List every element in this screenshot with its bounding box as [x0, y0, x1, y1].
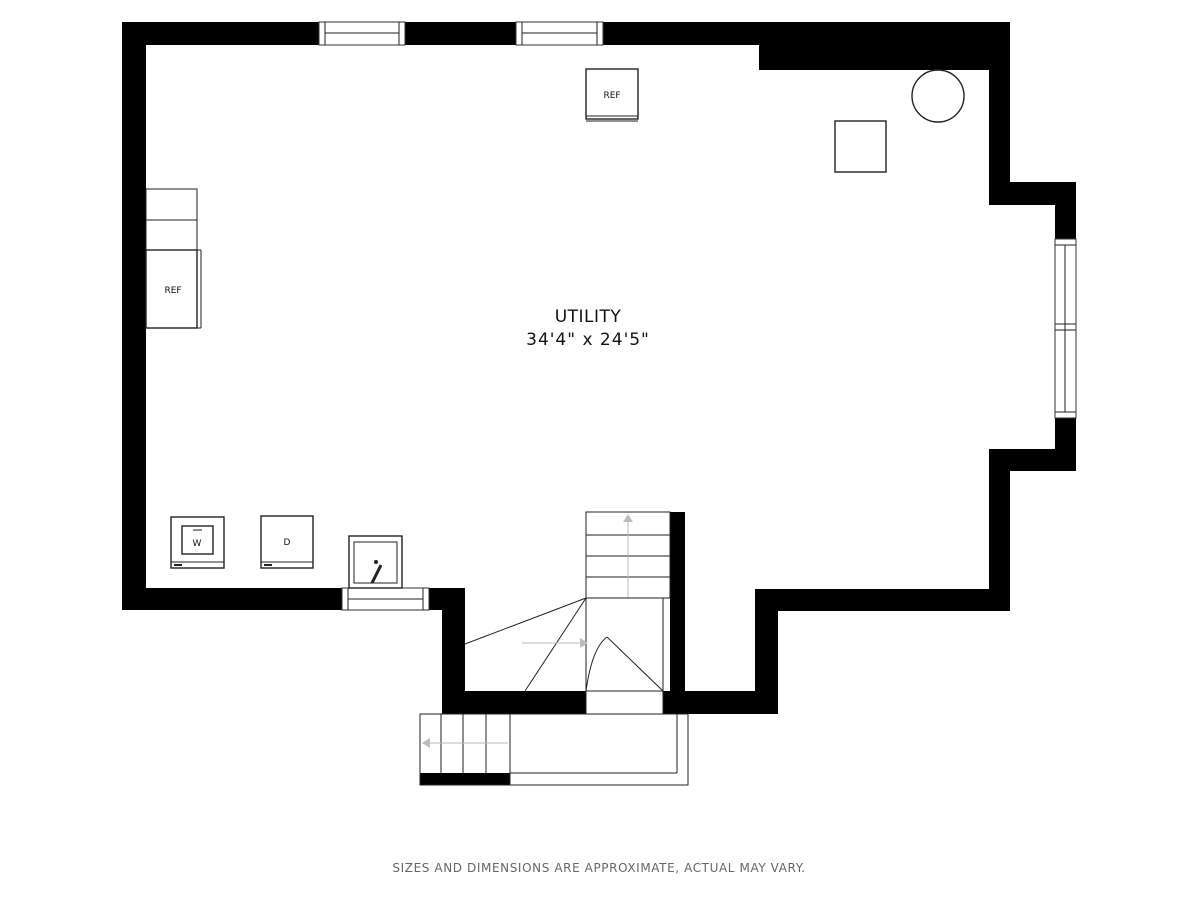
furnace — [834, 120, 887, 173]
wall-left — [122, 22, 146, 610]
room-dimensions: 34'4" x 24'5" — [526, 330, 650, 350]
wall-bay-bottom — [989, 449, 1076, 471]
walls — [122, 22, 1076, 785]
refrigerator-left: REF — [145, 249, 202, 329]
window-top-right — [515, 21, 604, 46]
wall-top-middle — [405, 22, 516, 45]
wall-bottom-right — [755, 589, 1010, 611]
refrigerator-top: REF — [585, 68, 639, 122]
wall-bay-top — [989, 182, 1076, 205]
refrigerator-top-label: REF — [603, 91, 620, 101]
wall-top-right-block — [759, 22, 1010, 70]
utility-sink — [348, 535, 403, 589]
wall-right-upper — [989, 22, 1010, 205]
wall-stair-bottom-left — [442, 691, 586, 714]
room-name: UTILITY — [555, 307, 622, 327]
wall-top-left — [122, 22, 319, 45]
wall-bottom-right-vertical — [755, 589, 778, 714]
wall-stair-divider — [670, 512, 685, 714]
refrigerator-left-label: REF — [164, 286, 181, 296]
water-heater — [911, 69, 965, 123]
disclaimer-text: SIZES AND DIMENSIONS ARE APPROXIMATE, AC… — [392, 861, 805, 875]
window-bottom-sink — [341, 587, 430, 611]
stairs-main — [464, 511, 671, 715]
wall-bottom-left — [122, 588, 342, 610]
wall-right-lower — [989, 449, 1010, 611]
room-label: UTILITY 34'4" x 24'5" — [526, 307, 650, 350]
window-bay — [1054, 238, 1077, 419]
stairs-exterior — [419, 713, 689, 786]
wall-bay-right-top — [1055, 182, 1076, 239]
wall-lower-stair-band — [420, 773, 510, 785]
left-cabinet — [145, 188, 198, 251]
washer-label: W — [193, 539, 202, 549]
dryer: D — [260, 515, 314, 569]
dryer-label: D — [284, 538, 291, 548]
washer: W — [170, 516, 225, 569]
window-top-left — [318, 21, 406, 46]
wall-stair-left — [442, 588, 465, 714]
windows — [318, 21, 1077, 611]
wall-stair-bottom-right — [663, 691, 778, 714]
